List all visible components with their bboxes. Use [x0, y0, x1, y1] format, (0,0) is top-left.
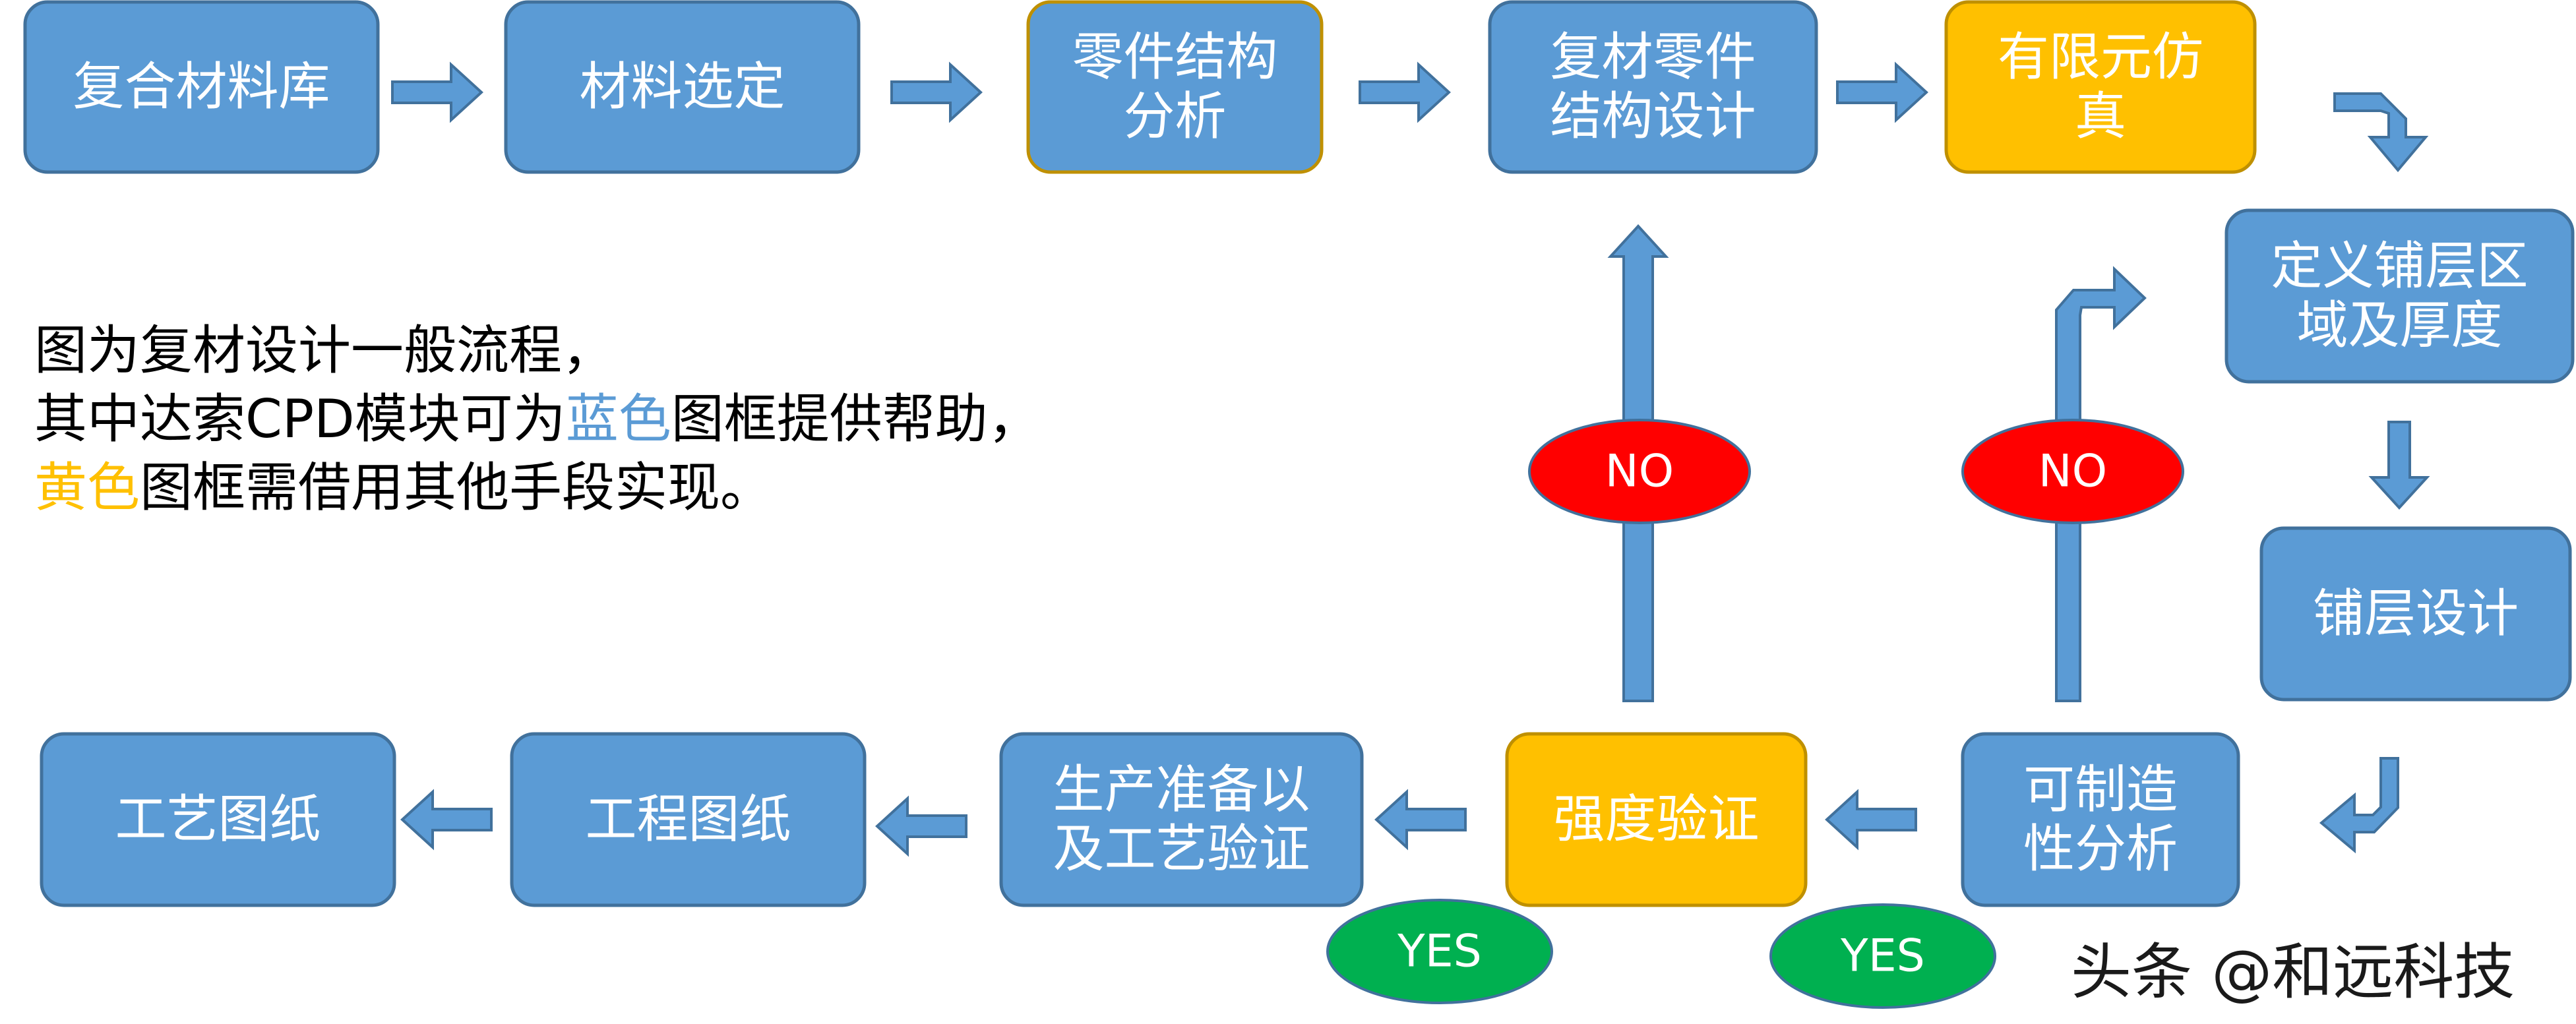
- step-label: 工程图纸: [585, 790, 791, 849]
- step-label: 材料选定: [579, 57, 785, 117]
- step-box: [1961, 732, 2240, 907]
- step-label: 工艺图纸: [115, 790, 321, 849]
- step-b2: 材料选定: [504, 0, 861, 174]
- watermark: 头条 @和远科技: [2071, 937, 2515, 1008]
- arrow-right: [890, 61, 983, 123]
- arrow-bent-left: [2319, 757, 2399, 854]
- caption-line-3: 黄色图框需借用其他手段实现。: [34, 454, 1041, 522]
- oval-shape: [1326, 899, 1553, 1004]
- yes-oval: YES: [1769, 903, 1996, 1009]
- step-label: 定义铺层区: [2271, 237, 2528, 296]
- oval-shape: [1769, 903, 1996, 1009]
- step-box: [1505, 732, 1808, 907]
- step-label: 生产准备以: [1053, 760, 1310, 820]
- step-b7: 铺层设计: [2259, 526, 2572, 702]
- arrow-bent-down: [2333, 92, 2429, 173]
- step-label: 性分析: [2023, 820, 2178, 879]
- no-oval: NO: [1961, 419, 2184, 524]
- arrow-right: [391, 61, 483, 123]
- caption-blue-word: 蓝色: [565, 388, 671, 450]
- arrow-left: [400, 789, 493, 851]
- step-label: 铺层设计: [2313, 584, 2519, 644]
- step-label: 可制造: [2023, 760, 2178, 820]
- step-label: 强度验证: [1553, 790, 1759, 849]
- flow-boxes: 复合材料库材料选定零件结构分析复材零件结构设计有限元仿真定义铺层区域及厚度铺层设…: [23, 0, 2575, 907]
- arrow-down: [2368, 421, 2430, 510]
- oval-shape: [1528, 419, 1751, 524]
- step-label: 结构设计: [1550, 87, 1756, 146]
- caption-line-2: 其中达索CPD模块可为蓝色图框提供帮助，: [34, 385, 1041, 454]
- step-label: 分析: [1123, 87, 1226, 146]
- step-box: [1944, 0, 2257, 174]
- oval-label: YES: [1397, 926, 1482, 978]
- no-oval: NO: [1528, 419, 1751, 524]
- step-b9: 强度验证: [1505, 732, 1808, 907]
- caption-text: 图为复材设计一般流程， 其中达索CPD模块可为蓝色图框提供帮助， 黄色图框需借用…: [34, 316, 1041, 522]
- oval-label: YES: [1840, 930, 1925, 982]
- step-box: [504, 0, 861, 174]
- step-label: 域及厚度: [2296, 296, 2502, 355]
- oval-shape: [1961, 419, 2184, 524]
- step-label: 零件结构: [1072, 28, 1277, 87]
- arrow-left: [1825, 789, 1917, 851]
- step-label: 有限元仿: [1998, 28, 2203, 87]
- oval-label: NO: [2039, 446, 2107, 498]
- step-label: 复合材料库: [73, 57, 330, 117]
- decision-ovals: NO NO YES YES: [1326, 419, 2184, 1009]
- step-box: [40, 732, 396, 907]
- yes-oval: YES: [1326, 899, 1553, 1004]
- step-box: [1026, 0, 1324, 174]
- caption-line-3-text: 图框需借用其他手段实现。: [140, 457, 773, 518]
- step-label: 复材零件: [1550, 28, 1756, 87]
- step-label: 真: [2075, 87, 2126, 146]
- step-b11: 工程图纸: [510, 732, 867, 907]
- step-box: [1488, 0, 1818, 174]
- caption-line-1: 图为复材设计一般流程，: [34, 316, 1041, 385]
- arrow-left: [875, 795, 967, 857]
- caption-yellow-word: 黄色: [34, 457, 140, 518]
- step-box: [23, 0, 380, 174]
- arrow-left: [1374, 789, 1467, 851]
- step-label: 及工艺验证: [1053, 820, 1310, 879]
- step-b12: 工艺图纸: [40, 732, 396, 907]
- flow-arrows: [391, 61, 2430, 857]
- caption-line-1-text: 图为复材设计一般流程，: [34, 320, 615, 381]
- step-box: [999, 732, 1364, 907]
- arrow-right: [1836, 61, 1928, 123]
- caption-line-2-text-a: 其中达索CPD模块可为: [34, 388, 566, 450]
- arrow-up-right: [2055, 266, 2147, 702]
- arrow-right: [1359, 61, 1451, 123]
- caption-line-2-text-b: 图框提供帮助，: [671, 388, 1041, 450]
- step-box: [2259, 526, 2572, 702]
- step-b1: 复合材料库: [23, 0, 380, 174]
- oval-label: NO: [1605, 446, 1674, 498]
- step-box: [2224, 208, 2575, 384]
- step-box: [510, 732, 867, 907]
